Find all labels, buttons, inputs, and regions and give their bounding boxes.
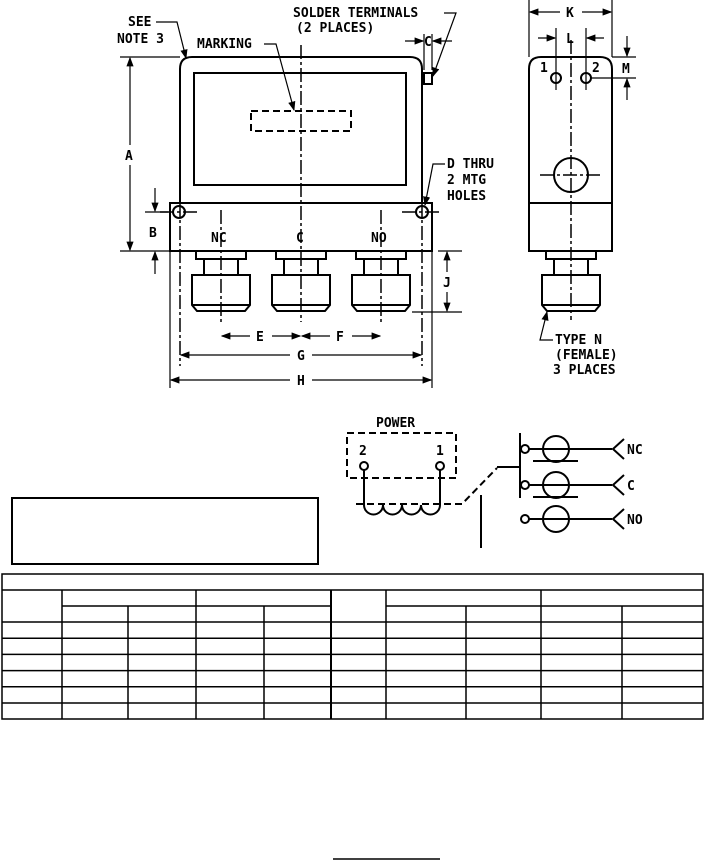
schematic-label-c: C xyxy=(627,479,635,494)
solder-terminals-label-2: (2 PLACES) xyxy=(296,21,374,36)
front-view: NC C NO SEE NOTE 3 MARKING SOLDER TERMIN… xyxy=(117,6,494,389)
terminal-label-2: 2 xyxy=(592,61,600,76)
dim-c: C xyxy=(424,35,432,50)
solder-terminal xyxy=(423,72,433,85)
power-label: POWER xyxy=(376,416,415,431)
schematic-label-no: NO xyxy=(627,513,643,528)
port-label-no: NO xyxy=(371,231,387,246)
marking-label: MARKING xyxy=(197,37,252,52)
port-nc: NC xyxy=(520,435,643,463)
dim-a: A xyxy=(125,149,133,164)
schematic: POWER 2 1 NC C NO xyxy=(346,416,643,548)
dim-b: B xyxy=(149,226,157,241)
dim-h: H xyxy=(297,374,305,389)
dim-e: E xyxy=(256,330,264,345)
side-connector xyxy=(541,250,601,312)
port-label-nc: NC xyxy=(211,231,227,246)
see-note-label: SEE xyxy=(128,15,151,30)
port-c: C xyxy=(520,471,635,499)
dim-f: F xyxy=(336,330,344,345)
power-terminal-2: 2 xyxy=(359,444,367,459)
connector-note-2: (FEMALE) xyxy=(555,348,618,363)
label-area xyxy=(193,72,407,186)
schematic-label-nc: NC xyxy=(627,443,643,458)
port-label-c: C xyxy=(296,231,304,246)
port-no: NO xyxy=(520,505,643,533)
see-note-label-2: NOTE 3 xyxy=(117,32,164,47)
dim-j: J xyxy=(443,276,451,291)
connector-note: TYPE N xyxy=(555,333,602,348)
dim-g: G xyxy=(297,349,305,364)
coil xyxy=(363,470,441,516)
side-body xyxy=(528,56,613,252)
connector-c xyxy=(271,250,331,312)
side-view: 1 2 K L M TYPE N (FEMALE) 3 PLACES xyxy=(528,0,636,378)
mtg-holes-label: D THRU xyxy=(447,157,494,172)
connector-note-3: 3 PLACES xyxy=(553,363,616,378)
dim-l: L xyxy=(566,32,574,47)
connector-nc xyxy=(191,250,251,312)
solder-terminals-label: SOLDER TERMINALS xyxy=(293,6,418,21)
actuator-link xyxy=(356,467,498,505)
mtg-holes-label-2: 2 MTG xyxy=(447,173,486,188)
mtg-holes-label-3: HOLES xyxy=(447,189,486,204)
note-box xyxy=(11,497,319,565)
power-terminal-1: 1 xyxy=(436,444,444,459)
dimension-table xyxy=(1,573,704,720)
dim-k: K xyxy=(566,6,574,21)
connector-no xyxy=(351,250,411,312)
dim-m: M xyxy=(622,62,630,77)
terminal-label-1: 1 xyxy=(540,61,548,76)
